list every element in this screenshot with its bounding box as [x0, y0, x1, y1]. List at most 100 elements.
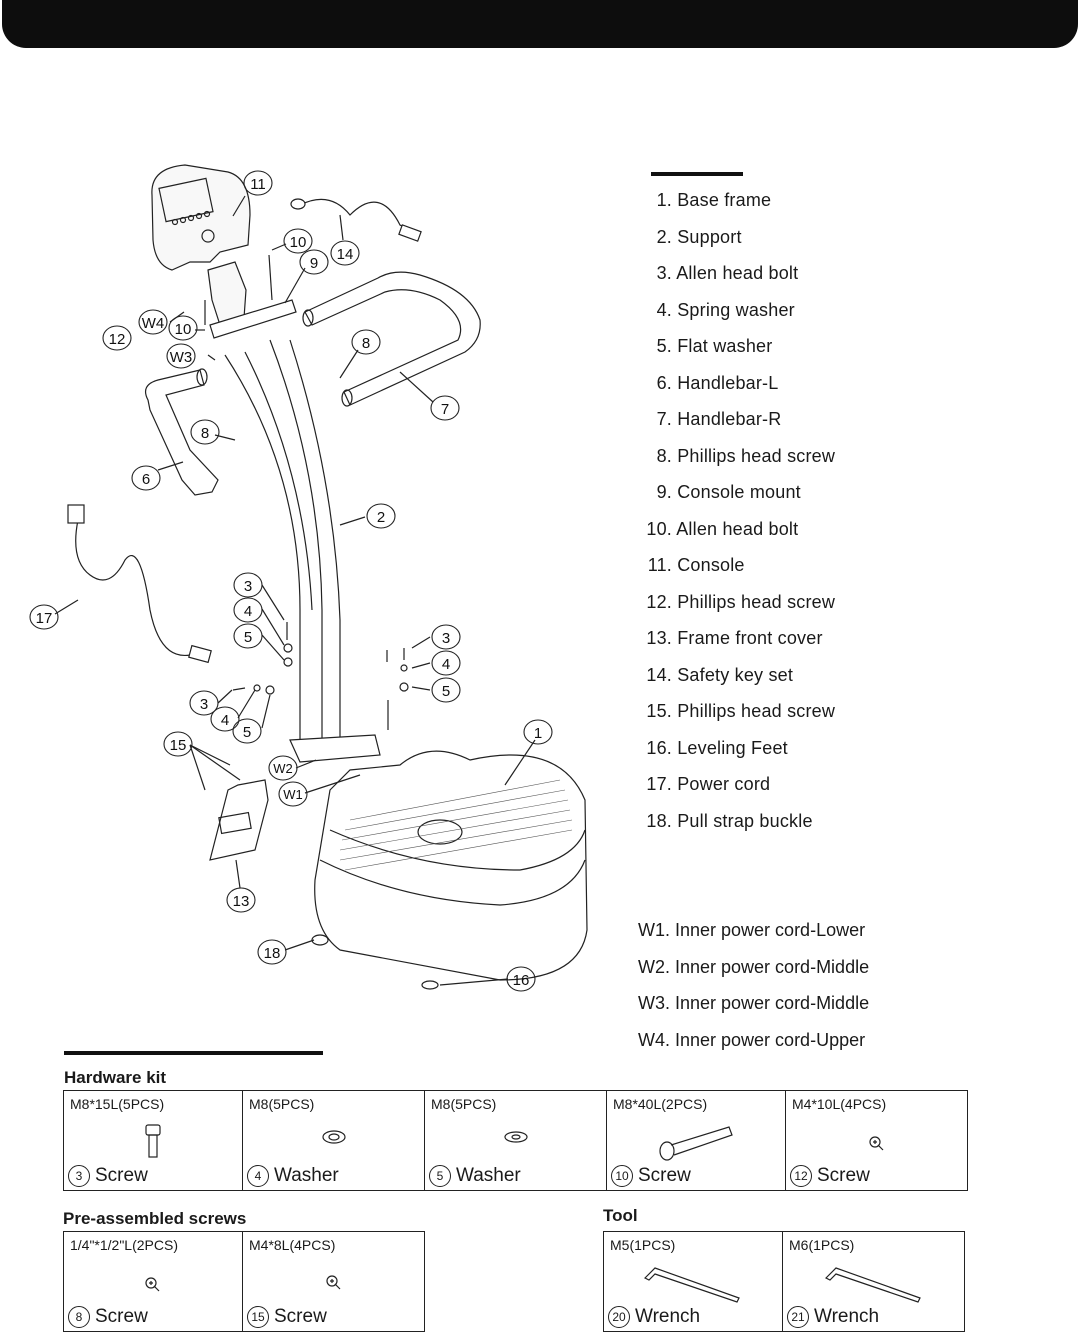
kit-number: 20	[608, 1306, 630, 1328]
support-drawing	[224, 339, 341, 741]
part-item: 2. Support	[638, 227, 742, 251]
frame-front-cover-drawing	[209, 779, 269, 861]
kit-number: 8	[68, 1306, 90, 1328]
part-item: 14. Safety key set	[638, 665, 793, 689]
callout-label: 16	[513, 972, 530, 989]
part-item: 15. Phillips head screw	[638, 701, 835, 725]
part-name: Allen head bolt	[676, 263, 799, 283]
kit-number: 21	[787, 1306, 809, 1328]
part-name: Phillips head screw	[677, 445, 836, 466]
kit-spec: M8*40L(2PCS)	[613, 1096, 708, 1112]
wire-item: W4. Inner power cord-Upper	[638, 1029, 866, 1050]
kit-spec: M8(5PCS)	[249, 1096, 315, 1112]
kit-number: 5	[429, 1165, 451, 1187]
callout-label: 3	[244, 578, 252, 595]
callout-label: 5	[442, 683, 450, 700]
callout-label: 8	[201, 425, 209, 442]
callout-label: 14	[337, 246, 354, 263]
handlebar-left-drawing	[145, 369, 219, 496]
wire-item: W1. Inner power cord-Lower	[638, 920, 866, 940]
callout-label: 4	[221, 712, 229, 729]
callout-label: 4	[442, 656, 450, 673]
callout-label: 15	[170, 737, 187, 754]
part-number: 14.	[646, 664, 672, 685]
part-name: Handlebar-R	[677, 409, 782, 429]
long-bolt-icon	[657, 1121, 735, 1166]
part-name: Support	[677, 226, 742, 247]
part-number: 3.	[656, 263, 672, 283]
parts-rule	[651, 172, 743, 176]
callout-label: W3	[170, 349, 193, 366]
safety-key-drawing	[299, 198, 421, 236]
kit-name: Screw	[95, 1165, 148, 1186]
exploded-diagram: 11 14 10 9 12 W4 10 W3 8 7 8 6 2 17 3 4 …	[29, 164, 588, 992]
part-item: 8. Phillips head screw	[638, 446, 835, 470]
kit-number: 10	[611, 1165, 633, 1187]
part-name: Frame front cover	[677, 628, 823, 648]
phillips-screw-icon	[144, 1276, 162, 1299]
part-name: Spring washer	[677, 299, 795, 320]
callout-label: 11	[250, 176, 266, 193]
part-number: 8.	[656, 445, 672, 466]
kit-name: Washer	[274, 1165, 339, 1186]
part-number: 11.	[647, 555, 672, 575]
part-item: 3. Allen head bolt	[638, 263, 799, 287]
part-number: 18.	[646, 810, 672, 831]
kit-number: 3	[68, 1165, 90, 1187]
wire-item: W3. Inner power cord-Middle	[638, 993, 870, 1013]
callout-label: 9	[310, 255, 318, 272]
kit-spec: M6(1PCS)	[789, 1237, 855, 1253]
callout-label: 6	[142, 471, 150, 488]
part-name: Allen head bolt	[676, 518, 799, 539]
hardware-kit-rule	[64, 1051, 323, 1055]
kit-name: Washer	[456, 1165, 521, 1186]
tool-title: Tool	[603, 1206, 638, 1225]
kit-number: 4	[247, 1165, 269, 1187]
part-number: 13.	[646, 628, 672, 648]
kit-name: Screw	[638, 1165, 691, 1186]
callout-label: 7	[441, 401, 449, 418]
part-name: Pull strap buckle	[677, 810, 813, 831]
kit-spec: M8(5PCS)	[431, 1096, 497, 1112]
part-item: 17. Power cord	[638, 774, 770, 798]
callout-label: 4	[244, 603, 252, 620]
kit-spec: M8*15L(5PCS)	[70, 1096, 165, 1112]
allen-wrench-icon	[822, 1264, 926, 1309]
callout-label: 13	[233, 893, 250, 910]
part-item: 7. Handlebar-R	[638, 409, 782, 433]
callout-label: 5	[244, 629, 252, 646]
callout-label: 17	[36, 610, 53, 627]
part-item: 4. Spring washer	[638, 300, 795, 324]
part-name: Base frame	[677, 190, 772, 210]
phillips-screw-icon	[868, 1135, 886, 1158]
wire-item: W2. Inner power cord-Middle	[638, 956, 870, 977]
kit-spec: M5(1PCS)	[610, 1237, 676, 1253]
part-number: 4.	[656, 299, 672, 320]
part-item: 5. Flat washer	[638, 336, 773, 360]
kit-number: 15	[247, 1306, 269, 1328]
kit-name: Screw	[274, 1306, 327, 1327]
callout-numbers	[29, 170, 553, 992]
part-number: 16.	[646, 737, 672, 758]
callout-label: W4	[142, 315, 165, 332]
header-bar	[2, 0, 1078, 48]
part-number: 9.	[656, 482, 672, 502]
part-number: 2.	[656, 226, 672, 247]
callout-label: W1	[283, 787, 303, 802]
part-name: Phillips head screw	[677, 701, 836, 721]
callout-label: 8	[362, 335, 370, 352]
kit-spec: M4*8L(4PCS)	[249, 1237, 336, 1253]
